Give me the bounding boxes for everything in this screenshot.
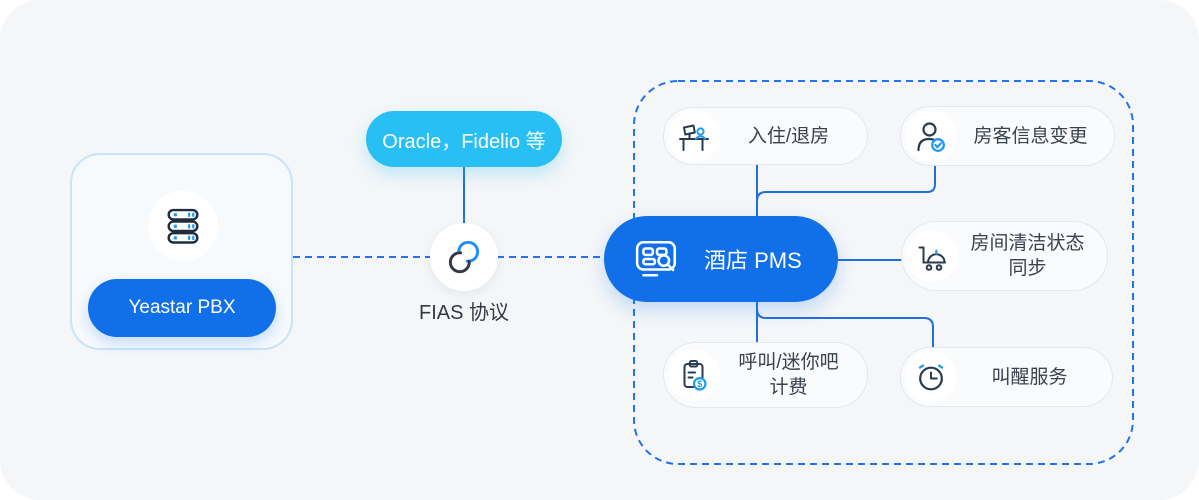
checkin-icon-circle xyxy=(668,110,720,162)
registration-search-icon xyxy=(635,241,677,277)
pms-providers-label: Oracle，Fidelio 等 xyxy=(382,130,546,153)
feature-call-minibar-billing: $ 呼叫/迷你吧 计费 xyxy=(663,342,868,408)
feature-label: 房间清洁状态 同步 xyxy=(970,233,1085,279)
feature-label: 叫醒服务 xyxy=(991,366,1068,388)
feature-label: 呼叫/迷你吧 计费 xyxy=(738,352,839,398)
pbx-icon-circle xyxy=(148,191,218,261)
pbx-label-pill: Yeastar PBX xyxy=(88,279,276,337)
feature-label: 房客信息变更 xyxy=(973,125,1088,147)
pbx-node: Yeastar PBX xyxy=(70,153,293,350)
pms-node: 酒店 PMS xyxy=(604,216,838,302)
feature-checkin-checkout: 入住/退房 xyxy=(663,107,868,165)
guestinfo-to-pms-line xyxy=(756,166,936,202)
feature-wakeup-service: 叫醒服务 xyxy=(900,347,1113,407)
cleaning-cart-icon xyxy=(918,246,946,271)
link-icon xyxy=(448,240,480,274)
fias-protocol-label: FIAS 协议 xyxy=(418,302,509,324)
front-desk-icon xyxy=(679,124,709,151)
wakeup-icon-circle xyxy=(905,351,957,403)
svg-text:$: $ xyxy=(697,379,702,389)
pms-providers-pill: Oracle，Fidelio 等 xyxy=(366,111,562,167)
feature-label: 入住/退房 xyxy=(747,125,830,147)
server-icon xyxy=(167,208,199,244)
fias-protocol-node xyxy=(430,223,498,291)
guest-check-icon xyxy=(917,122,945,152)
pbx-label: Yeastar PBX xyxy=(128,297,236,318)
alarm-clock-icon xyxy=(918,364,944,391)
pms-label: 酒店 PMS xyxy=(704,248,802,273)
feature-cleaning-status-sync: 房间清洁状态 同步 xyxy=(901,221,1108,291)
billing-icon-circle: $ xyxy=(668,349,720,401)
cleaning-icon-circle xyxy=(906,230,958,282)
billing-icon: $ xyxy=(683,360,707,391)
guest-icon-circle xyxy=(905,110,957,162)
feature-guest-info-change: 房客信息变更 xyxy=(900,106,1115,166)
